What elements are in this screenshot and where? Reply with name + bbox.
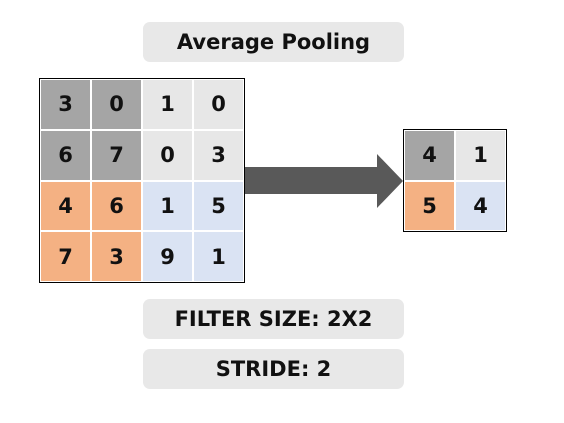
output-matrix: 4 1 5 4 xyxy=(403,129,507,232)
input-cell-r3-c3: 1 xyxy=(193,231,244,282)
input-cell-r0-c0: 3 xyxy=(40,79,91,130)
input-matrix: 3 0 1 0 6 7 0 3 4 6 1 5 7 3 9 1 xyxy=(39,78,245,283)
stride-label: STRIDE: 2 xyxy=(143,349,404,389)
input-cell-r3-c1: 3 xyxy=(91,231,142,282)
output-cell-r1-c1: 4 xyxy=(455,180,506,231)
input-cell-r2-c1: 6 xyxy=(91,180,142,232)
filter-size-label: FILTER SIZE: 2X2 xyxy=(143,299,404,339)
output-cell-r0-c0: 4 xyxy=(404,130,455,181)
title-label: Average Pooling xyxy=(143,22,404,62)
input-cell-r1-c2: 0 xyxy=(142,129,193,181)
input-cell-r0-c3: 0 xyxy=(193,79,244,130)
output-cell-r0-c1: 1 xyxy=(455,130,506,181)
input-cell-r1-c3: 3 xyxy=(193,129,244,181)
title-text: Average Pooling xyxy=(176,30,371,54)
input-cell-r2-c0: 4 xyxy=(40,180,91,232)
input-cell-r0-c2: 1 xyxy=(142,79,193,130)
input-cell-r1-c0: 6 xyxy=(40,129,91,181)
input-cell-r3-c0: 7 xyxy=(40,231,91,282)
input-cell-r0-c1: 0 xyxy=(91,79,142,130)
input-cell-r2-c3: 5 xyxy=(193,180,244,232)
input-cell-r2-c2: 1 xyxy=(142,180,193,232)
input-cell-r1-c1: 7 xyxy=(91,129,142,181)
arrow-shape xyxy=(245,154,403,208)
right-arrow-icon xyxy=(245,154,403,208)
output-cell-r1-c0: 5 xyxy=(404,180,455,231)
filter-size-text: FILTER SIZE: 2X2 xyxy=(174,307,373,331)
input-cell-r3-c2: 9 xyxy=(142,231,193,282)
stride-text: STRIDE: 2 xyxy=(215,357,332,381)
